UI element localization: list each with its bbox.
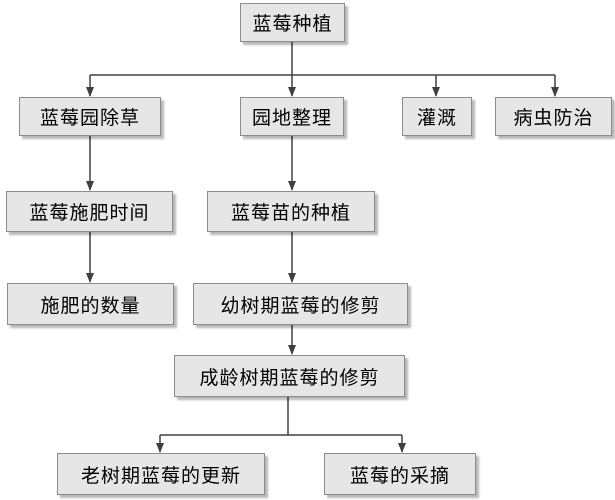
node-land-preparation: 园地整理 [240,97,344,136]
node-harvest: 蓝莓的采摘 [324,453,476,495]
node-irrigation: 灌溉 [402,97,472,136]
node-blueberry-planting: 蓝莓种植 [240,3,345,42]
node-weeding: 蓝莓园除草 [19,97,161,136]
node-seedling-planting: 蓝莓苗的种植 [207,191,375,232]
node-mature-tree-pruning: 成龄树期蓝莓的修剪 [174,355,405,397]
node-pest-control: 病虫防治 [495,97,612,136]
node-fertilizing-time: 蓝莓施肥时间 [6,191,173,232]
node-young-tree-pruning: 幼树期蓝莓的修剪 [193,283,408,325]
node-fertilizer-amount: 施肥的数量 [7,283,174,325]
node-old-tree-renewal: 老树期蓝莓的更新 [57,453,265,495]
